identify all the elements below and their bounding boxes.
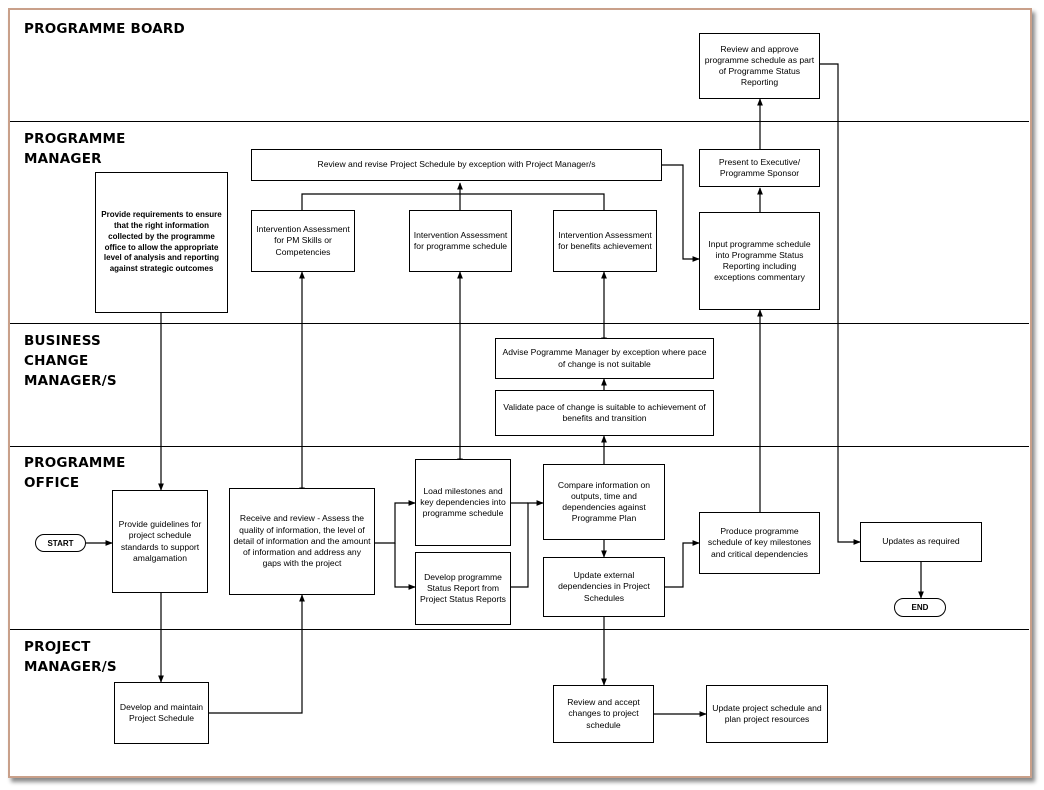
box-text: Produce programme schedule of key milest… (707, 526, 812, 559)
lane-label-programme-office: PROGRAMME OFFICE (24, 453, 126, 493)
advise-manager-box[interactable]: Advise Pogramme Manager by exception whe… (495, 338, 714, 379)
arrow-approve-to-updates (820, 63, 861, 545)
intervention-benefits-box[interactable]: Intervention Assessment for benefits ach… (553, 210, 657, 272)
develop-status-box[interactable]: Develop programme Status Report from Pro… (415, 552, 511, 625)
compare-info-box[interactable]: Compare information on outputs, time and… (543, 464, 665, 540)
box-text: Intervention Assessment for PM Skills or… (256, 224, 350, 257)
present-exec-box[interactable]: Present to Executive/ Programme Sponsor (699, 149, 820, 187)
update-external-box[interactable]: Update external dependencies in Project … (543, 557, 665, 617)
box-text: Develop and maintain Project Schedule (119, 701, 204, 723)
box-text: Present to Executive/ Programme Sponsor (718, 156, 801, 178)
lane-label-programme-board: PROGRAMME BOARD (24, 21, 185, 37)
box-text: Receive and review - Assess the quality … (233, 513, 371, 569)
provide-guidelines-box[interactable]: Provide guidelines for project schedule … (112, 490, 208, 593)
arrow-interventions-to-review-revise (301, 193, 605, 210)
terminal-text: START (47, 538, 74, 548)
lane-label-line: PROGRAMME (24, 131, 126, 147)
start-terminal[interactable]: START (35, 534, 86, 552)
validate-pace-box[interactable]: Validate pace of change is suitable to a… (495, 390, 714, 436)
review-revise-box[interactable]: Review and revise Project Schedule by ex… (251, 149, 662, 181)
lane-divider (10, 629, 1029, 630)
lane-label-line: MANAGER/S (24, 659, 117, 675)
intervention-pm-box[interactable]: Intervention Assessment for PM Skills or… (251, 210, 355, 272)
box-text: Review and accept changes to project sch… (567, 697, 640, 730)
lane-label-line: MANAGER/S (24, 373, 117, 389)
box-text: Update project schedule and plan project… (712, 702, 822, 724)
box-text: Develop programme Status Report from Pro… (420, 571, 506, 605)
lane-label-line: OFFICE (24, 475, 80, 491)
updates-required-box[interactable]: Updates as required (860, 522, 982, 562)
lane-label-line: PROGRAMME (24, 455, 126, 471)
box-text: Provide guidelines for project schedule … (118, 519, 202, 563)
lane-divider (10, 446, 1029, 447)
review-accept-box[interactable]: Review and accept changes to project sch… (553, 685, 654, 743)
lane-label-line: CHANGE (24, 353, 89, 369)
arrow-receive-to-load (375, 500, 416, 544)
box-text: Intervention Assessment for programme sc… (413, 229, 508, 251)
update-project-box[interactable]: Update project schedule and plan project… (706, 685, 828, 743)
arrow-receive-to-develop-status (394, 543, 416, 590)
arrow-develop-status-to-compare (511, 500, 544, 588)
lane-label-programme-manager: PROGRAMME MANAGER (24, 129, 126, 169)
box-text: Load milestones and key dependencies int… (420, 485, 506, 519)
box-text: Review and approve programme schedule as… (704, 43, 815, 88)
produce-schedule-box[interactable]: Produce programme schedule of key milest… (699, 512, 820, 574)
lane-label-line: MANAGER (24, 151, 102, 167)
box-text: Validate pace of change is suitable to a… (503, 401, 706, 423)
lane-label-project-manager: PROJECT MANAGER/S (24, 637, 117, 677)
lane-label-line: PROJECT (24, 639, 91, 655)
arrow-review-revise-to-input (662, 164, 700, 262)
lane-label-business-change-manager: BUSINESS CHANGE MANAGER/S (24, 331, 117, 391)
intervention-schedule-box[interactable]: Intervention Assessment for programme sc… (409, 210, 512, 272)
lane-label-line: BUSINESS (24, 333, 101, 349)
arrow-update-external-to-produce (665, 540, 700, 588)
develop-maintain-box[interactable]: Develop and maintain Project Schedule (114, 682, 209, 744)
receive-review-box[interactable]: Receive and review - Assess the quality … (229, 488, 375, 595)
box-text: Compare information on outputs, time and… (557, 479, 651, 524)
lane-divider (10, 121, 1029, 122)
input-schedule-box[interactable]: Input programme schedule into Programme … (699, 212, 820, 310)
box-text: Updates as required (882, 536, 960, 547)
review-approve-box[interactable]: Review and approve programme schedule as… (699, 33, 820, 99)
arrow-develop-to-receive (209, 594, 305, 714)
load-milestones-box[interactable]: Load milestones and key dependencies int… (415, 459, 511, 546)
box-text: Update external dependencies in Project … (558, 570, 650, 603)
provide-requirements-box[interactable]: Provide requirements to ensure that the … (95, 172, 228, 313)
box-text: Advise Pogramme Manager by exception whe… (502, 347, 707, 369)
box-text: Intervention Assessment for benefits ach… (558, 229, 652, 251)
box-text: Review and revise Project Schedule by ex… (317, 159, 596, 170)
end-terminal[interactable]: END (894, 598, 946, 617)
box-text: Provide requirements to ensure that the … (101, 210, 222, 274)
lane-divider (10, 323, 1029, 324)
terminal-text: END (911, 603, 929, 612)
box-text: Input programme schedule into Programme … (708, 238, 811, 283)
